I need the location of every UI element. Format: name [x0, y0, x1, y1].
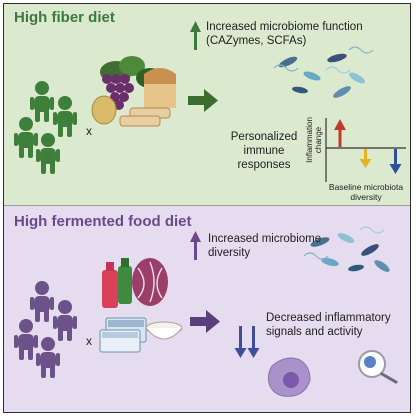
- bacteria-icon: [303, 226, 390, 272]
- person-icon: [36, 133, 60, 174]
- multiply-sign: x: [86, 334, 92, 348]
- kombucha-bottle-icon: [102, 258, 132, 308]
- graph-x-axis-label-line2: diversity: [350, 192, 382, 203]
- fiber-outcome-immune-line2: immune: [243, 144, 285, 157]
- potato-icon: [91, 95, 117, 125]
- fiber-outcome-function-line1: Increased microbiome function: [206, 21, 363, 33]
- fermented-outcome-diversity-line2: diversity: [208, 246, 251, 259]
- person-icon: [14, 319, 38, 360]
- right-arrow-icon: [188, 89, 218, 112]
- fiber-outcome-immune: Personalized immune responses: [224, 131, 304, 172]
- fermented-outcome-diversity-line1: Increased microbiome: [208, 233, 322, 245]
- person-icon: [53, 96, 77, 137]
- fiber-outcome-immune-line3: responses: [237, 158, 291, 171]
- radicchio-icon: [132, 258, 168, 306]
- blue-down-arrow-icon: [389, 149, 402, 174]
- panel-title-fiber: High fiber diet: [14, 9, 115, 26]
- graph-y-axis-label-line2: change: [313, 126, 323, 154]
- fiber-outcome-immune-line1: Personalized: [230, 131, 298, 143]
- right-arrow-icon: [190, 310, 220, 333]
- down-arrows-icon: [234, 326, 260, 358]
- person-icon: [30, 81, 54, 122]
- up-arrow-icon: [190, 231, 201, 260]
- person-icon: [14, 117, 38, 158]
- person-icon: [30, 281, 54, 322]
- bowl-icon: [145, 321, 183, 340]
- fermented-outcome-inflammation-line1: Decreased inflammatory: [266, 312, 391, 324]
- panel-title-fermented: High fermented food diet: [14, 213, 192, 230]
- red-up-arrow-icon: [334, 119, 346, 147]
- fiber-outcome-function-line2: (CAZymes, SCFAs): [206, 34, 307, 47]
- graph-x-axis-label: Baseline microbiota diversity: [322, 182, 410, 202]
- grapes-icon: [102, 74, 134, 110]
- fermented-outcome-diversity: Increased microbiome diversity: [208, 233, 321, 261]
- fermented-food-panel: High fermented food diet: [4, 206, 410, 412]
- fermented-outcome-inflammation-line2: signals and activity: [266, 325, 363, 338]
- bacteria-icon: [273, 46, 374, 98]
- multiply-sign: x: [86, 124, 92, 138]
- figure-frame: High fiber diet: [3, 3, 411, 413]
- panel-divider: [4, 205, 410, 206]
- up-arrow-icon: [190, 21, 201, 50]
- inflammation-graph: [325, 118, 406, 182]
- person-icon: [53, 300, 77, 341]
- bread-icon: [119, 68, 176, 127]
- graph-x-axis-label-line1: Baseline microbiota: [328, 182, 404, 192]
- yogurt-cups-icon: [99, 317, 147, 353]
- high-fiber-panel: High fiber diet: [4, 4, 410, 206]
- immune-cell-icon: [267, 357, 311, 397]
- fiber-outcome-function: Increased microbiome function (CAZymes, …: [206, 21, 363, 49]
- graph-y-axis-label: Inflammation change: [305, 112, 324, 168]
- fermented-illustration: [14, 226, 398, 397]
- person-icon: [36, 337, 60, 378]
- yellow-down-arrow-icon: [359, 149, 372, 168]
- magnifying-cell-icon: [358, 350, 398, 384]
- fiber-illustration: [14, 21, 406, 182]
- fermented-outcome-inflammation: Decreased inflammatory signals and activ…: [266, 312, 391, 340]
